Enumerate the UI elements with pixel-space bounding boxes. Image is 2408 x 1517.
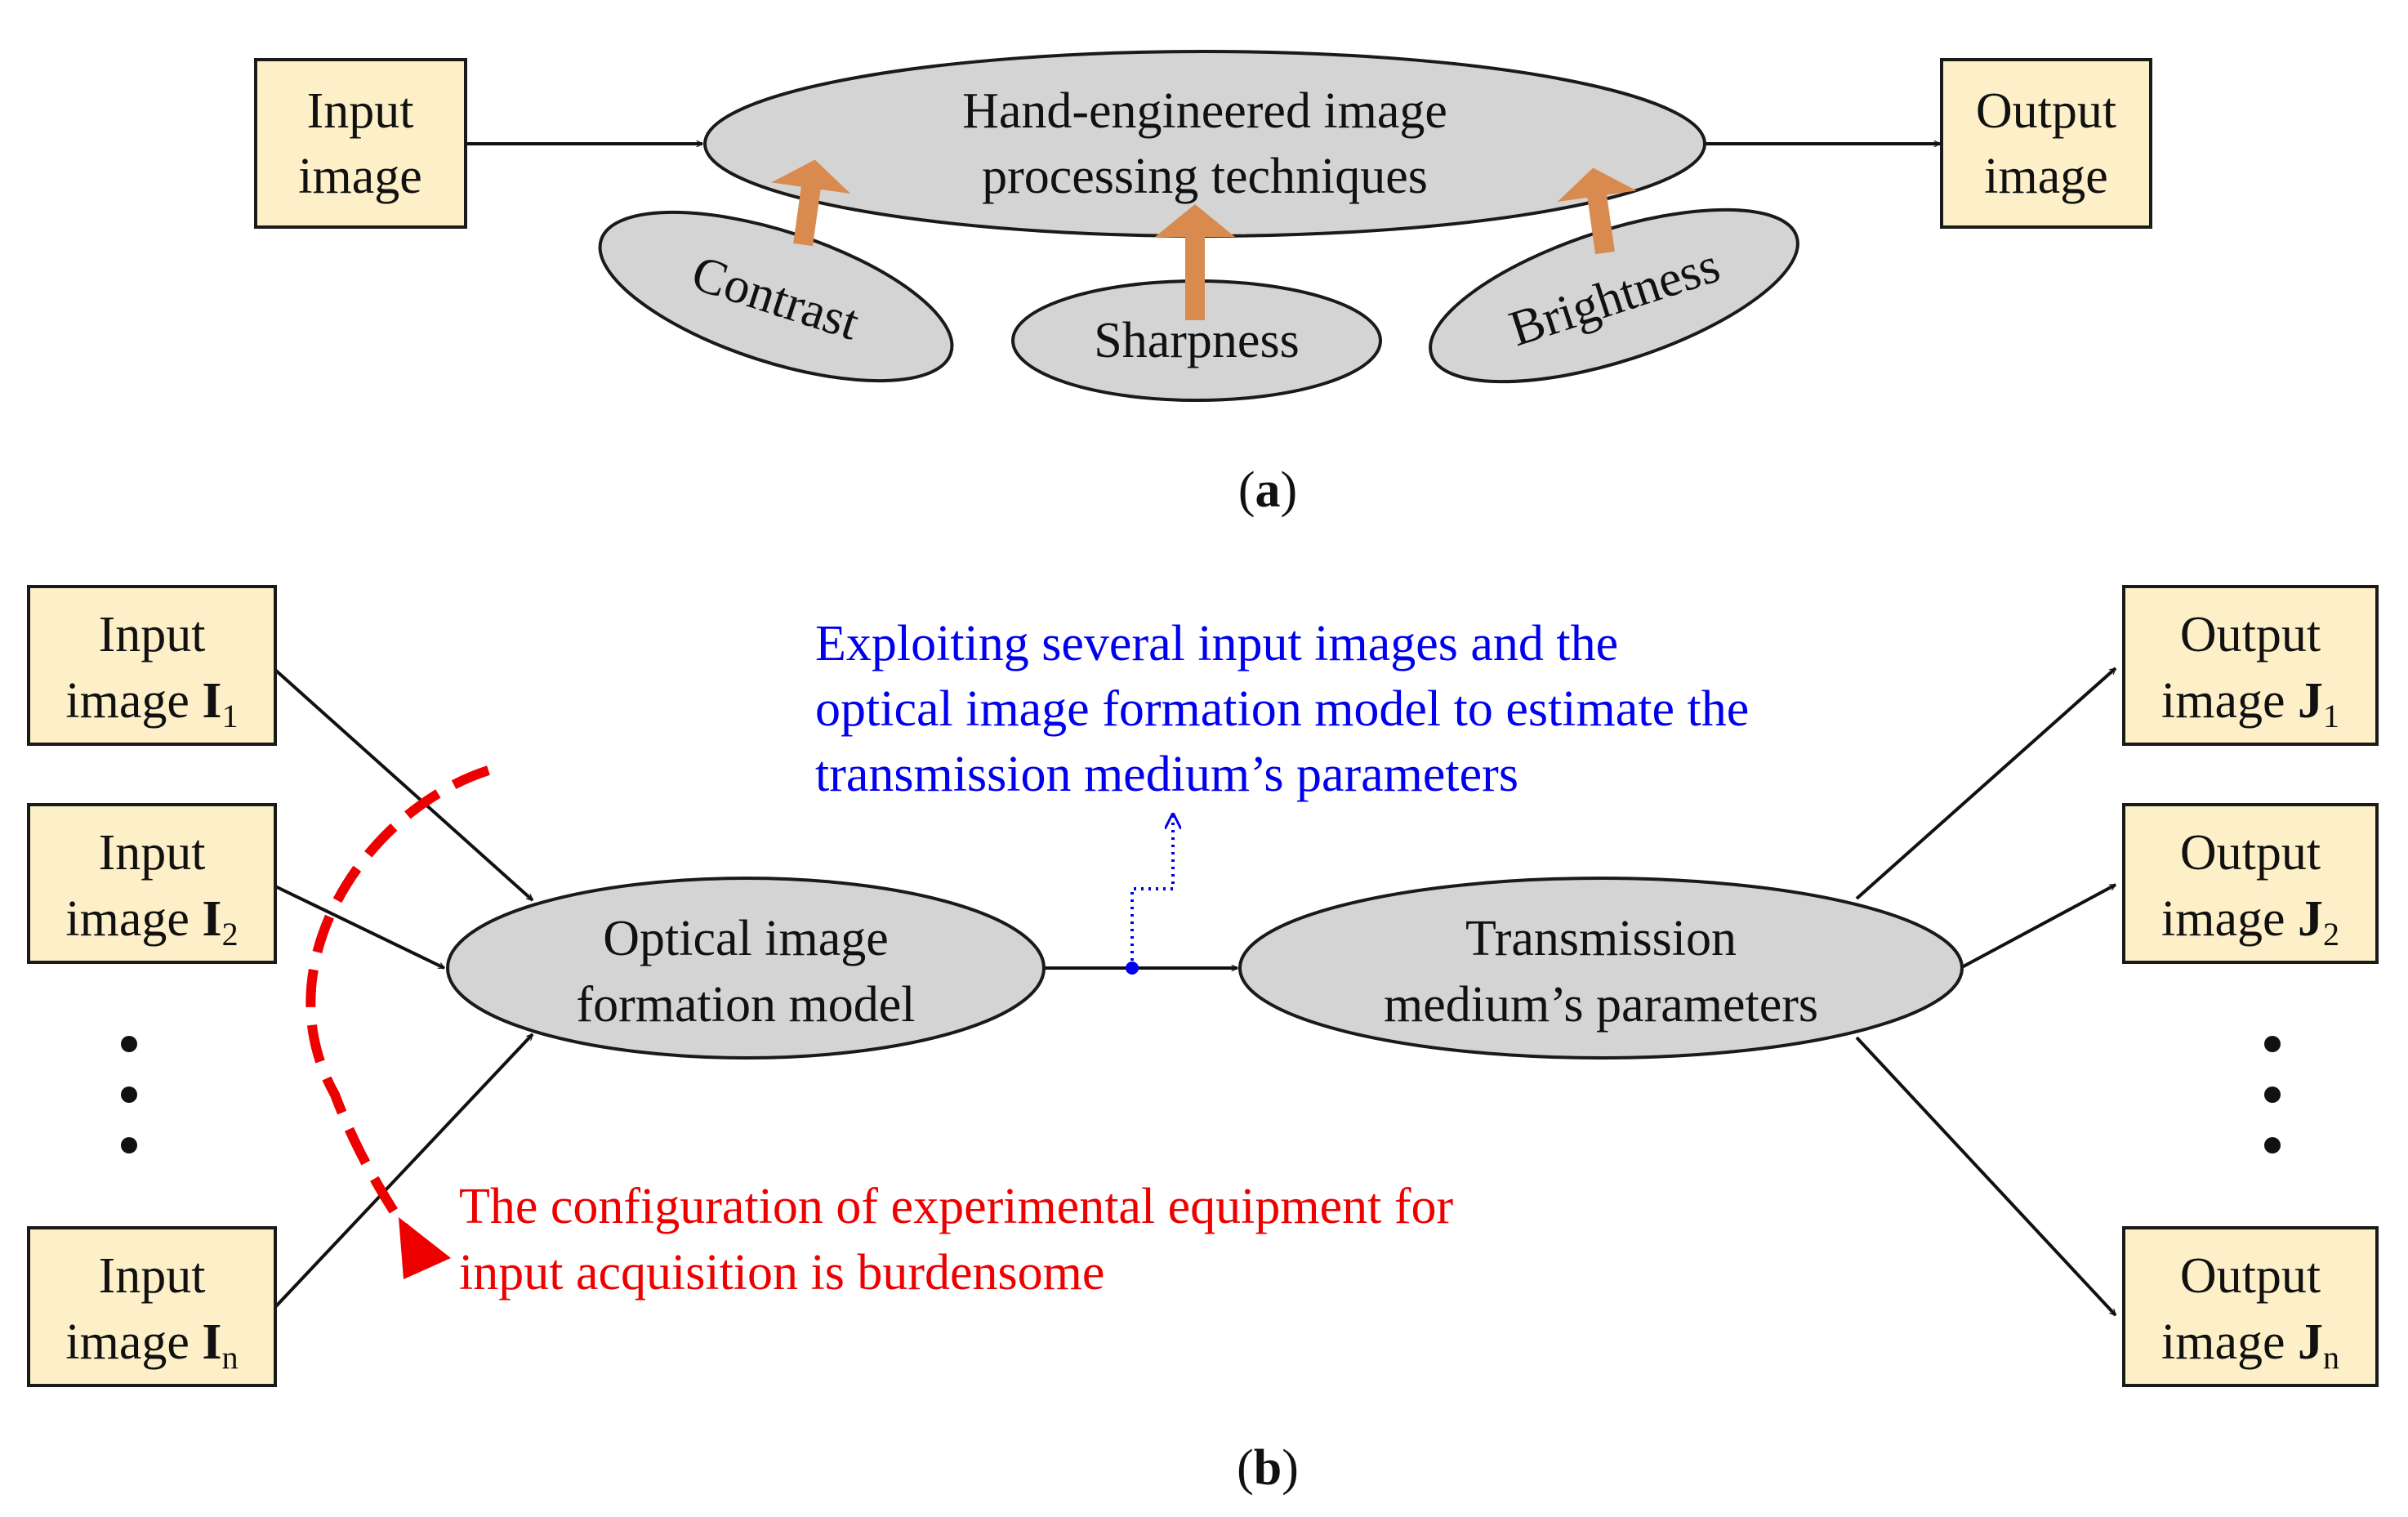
blue-note-line2: optical image formation model to estimat… — [815, 681, 1749, 737]
input-box-1-line2: image I1 — [65, 673, 238, 734]
red-note-line2: input acquisition is burdensome — [459, 1245, 1104, 1301]
output-image-label-line2: image — [1984, 149, 2108, 204]
input-image-label-line1: Input — [307, 83, 414, 139]
arrow-params-to-output1 — [1855, 667, 2117, 900]
optical-model-label-line2: formation model — [577, 977, 916, 1033]
input-box-n: Input image In — [27, 1226, 277, 1387]
brightness-influence-arrow — [1557, 167, 1637, 255]
red-arrowhead — [399, 1217, 451, 1279]
output-box-n-line2: image Jn — [2161, 1314, 2339, 1376]
params-label-line2: medium’s parameters — [1384, 977, 1818, 1033]
input-box-n-line1: Input — [99, 1248, 206, 1304]
output-box-1-line2: image J1 — [2161, 673, 2339, 734]
process-label-line2: processing techniques — [982, 149, 1428, 204]
output-box-n: Output image Jn — [2122, 1226, 2379, 1387]
factor-sharpness: Sharpness — [1011, 279, 1382, 402]
output-box-2: Output image J2 — [2122, 803, 2379, 964]
input-box-2-line1: Input — [99, 825, 206, 881]
arrow-params-to-outputn — [1855, 1036, 2117, 1317]
output-image-box: Output image — [1940, 58, 2152, 229]
blue-note-connector — [1126, 814, 1173, 975]
input-box-2-line2: image I2 — [65, 891, 238, 953]
factor-brightness: Brightness — [1429, 207, 1799, 384]
red-note-line1: The configuration of experimental equipm… — [459, 1179, 1454, 1234]
blue-note-line1: Exploiting several input images and the — [815, 616, 1618, 671]
input-image-label-line2: image — [298, 149, 422, 204]
input-image-box: Input image — [254, 58, 467, 229]
input-box-n-line2: image In — [65, 1314, 238, 1376]
contrast-influence-arrow — [771, 159, 851, 247]
params-label-line1: Transmission — [1465, 911, 1737, 966]
red-dashed-arrow — [305, 765, 490, 1237]
output-ellipsis-dots — [2264, 1036, 2281, 1153]
input-box-1-line1: Input — [99, 607, 206, 663]
process-label-line1: Hand-engineered image — [962, 83, 1447, 139]
sharpness-influence-arrow — [1155, 204, 1235, 320]
arrow-params-to-output2 — [1960, 883, 2116, 970]
blue-note-line3: transmission medium’s parameters — [815, 747, 1518, 802]
panel-b: Input image I1 Input image I2 Input imag… — [27, 585, 2379, 1496]
input-box-1: Input image I1 — [27, 585, 277, 746]
factor-sharpness-label: Sharpness — [1094, 313, 1299, 368]
optical-model-label-line1: Optical image — [603, 911, 888, 966]
output-box-n-line1: Output — [2180, 1248, 2321, 1304]
blue-note: Exploiting several input images and the … — [815, 616, 1749, 802]
output-box-2-line2: image J2 — [2161, 891, 2339, 953]
caption-b: (b) — [1237, 1440, 1299, 1496]
input-box-2: Input image I2 — [27, 803, 277, 964]
output-box-1: Output image J1 — [2122, 585, 2379, 746]
process-ellipse: Hand-engineered image processing techniq… — [703, 50, 1706, 238]
arrow-inputn-to-model — [274, 1033, 534, 1309]
panel-a: Input image Output image Contrast Sharpn… — [254, 50, 2152, 518]
output-box-2-line1: Output — [2180, 825, 2321, 881]
arrow-input2-to-model — [274, 885, 444, 970]
output-box-1-line1: Output — [2180, 607, 2321, 663]
caption-a: (a) — [1238, 462, 1297, 518]
output-image-label-line1: Output — [1976, 83, 2116, 139]
optical-model-ellipse: Optical image formation model — [446, 877, 1046, 1060]
input-ellipsis-dots — [121, 1036, 137, 1153]
params-ellipse: Transmission medium’s parameters — [1238, 877, 1964, 1060]
arrow-input1-to-model — [274, 668, 534, 902]
